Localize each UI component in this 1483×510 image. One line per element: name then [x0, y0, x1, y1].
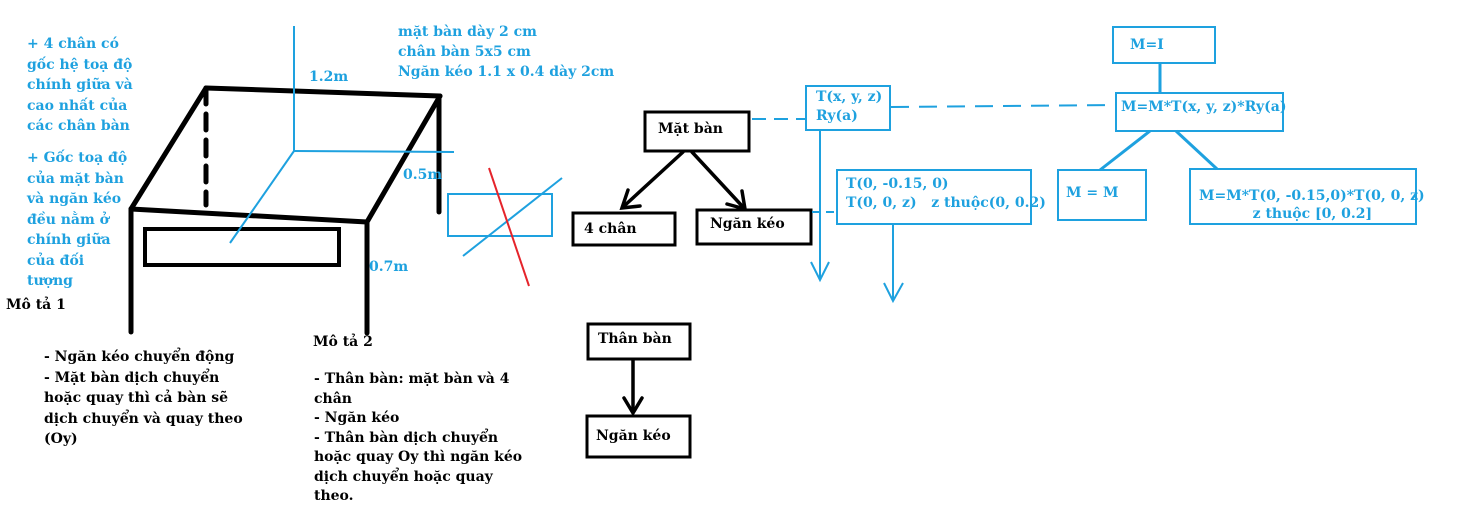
- arrowhead-root-down: [810, 261, 830, 283]
- label-width-1-2m: 1.2m: [309, 69, 349, 85]
- box-than-ban: [586, 322, 692, 361]
- line-root-to-left: [1099, 129, 1151, 172]
- tree-1-boxes: [571, 110, 813, 247]
- node-4-chan-label: 4 chân: [584, 221, 637, 237]
- table-top-back-edge: [203, 85, 443, 99]
- matrix-init-label: M=I: [1130, 37, 1164, 53]
- table-top-left-edge: [128, 85, 209, 212]
- tree-2-boxes: [585, 322, 692, 459]
- node-than-ban-label: Thân bàn: [598, 331, 672, 347]
- matrix-root-label: M=M*T(x, y, z)*Ry(a): [1121, 99, 1287, 115]
- red-strike-line: [488, 167, 530, 287]
- box-root-transform: [805, 85, 891, 131]
- arrowhead-4-chan: [619, 188, 642, 211]
- table-axes: [229, 26, 455, 244]
- dash-transform-to-matrix: [890, 104, 1117, 108]
- crossed-drawer: [447, 167, 563, 287]
- root-transform-label: T(x, y, z) Ry(a): [816, 89, 883, 124]
- label-height-0-7m: 0.7m: [369, 259, 409, 275]
- origin-note-1: + 4 chân có gốc hệ toạ độ chính giữa và …: [27, 36, 133, 134]
- table-drawer: [143, 227, 341, 267]
- arrowhead-drawer-down: [883, 282, 904, 304]
- arrowhead-than-to-ngan: [622, 396, 644, 417]
- tree-2-arrow: [622, 358, 644, 417]
- origin-note-2: + Gốc toạ độ của mặt bàn và ngăn kéo đều…: [27, 150, 128, 289]
- dimensions-note: mặt bàn dày 2 cm chân bàn 5x5 cm Ngăn ké…: [398, 24, 615, 80]
- node-mat-ban-label: Mặt bàn: [658, 121, 723, 137]
- transform-connectors: [752, 104, 1117, 304]
- line-root-to-right: [1174, 129, 1219, 171]
- box-drawer-transform: [836, 169, 1032, 225]
- node-ngan-keo-2-label: Ngăn kéo: [596, 428, 671, 444]
- description-2-body: - Thân bàn: mặt bàn và 4 chân - Ngăn kéo…: [314, 371, 523, 504]
- drawer-transform-label: T(0, -0.15, 0) T(0, 0, z) z thuộc(0, 0.2…: [846, 176, 1046, 211]
- description-1-title: Mô tả 1: [6, 297, 66, 313]
- box-ngan-keo-1: [695, 208, 813, 246]
- box-ngan-keo-2: [585, 414, 692, 459]
- drawer-sketch-box: [447, 193, 553, 237]
- arrowhead-ngan-keo: [725, 189, 748, 212]
- description-2-title: Mô tả 2: [313, 334, 373, 350]
- axis-z: [229, 150, 295, 244]
- tree-1-arrows: [619, 150, 748, 212]
- box-m-root: [1115, 92, 1284, 132]
- matrix-left-label: M = M: [1066, 185, 1119, 201]
- box-mat-ban: [643, 110, 751, 153]
- node-ngan-keo-label: Ngăn kéo: [710, 216, 785, 232]
- drawer-sketch-axis: [462, 177, 563, 257]
- table-top-right-edge: [364, 93, 443, 225]
- arrow-to-ngan-keo: [690, 150, 745, 209]
- axis-x: [293, 150, 455, 153]
- box-m-init: [1112, 26, 1216, 64]
- arrow-to-4-chan: [621, 150, 685, 209]
- description-1-body: - Ngăn kéo chuyển động - Mặt bàn dịch ch…: [44, 349, 243, 447]
- matrix-right-label: M=M*T(0, -0.15,0)*T(0, 0, z) z thuộc [0,…: [1199, 188, 1425, 222]
- transform-boxes: [805, 85, 1032, 225]
- matrix-tree-lines: [1099, 63, 1219, 172]
- table-sketch: [128, 85, 443, 336]
- label-depth-0-5m: 0.5m: [403, 167, 443, 183]
- box-m-right: [1189, 168, 1417, 225]
- box-4-chan: [571, 211, 677, 247]
